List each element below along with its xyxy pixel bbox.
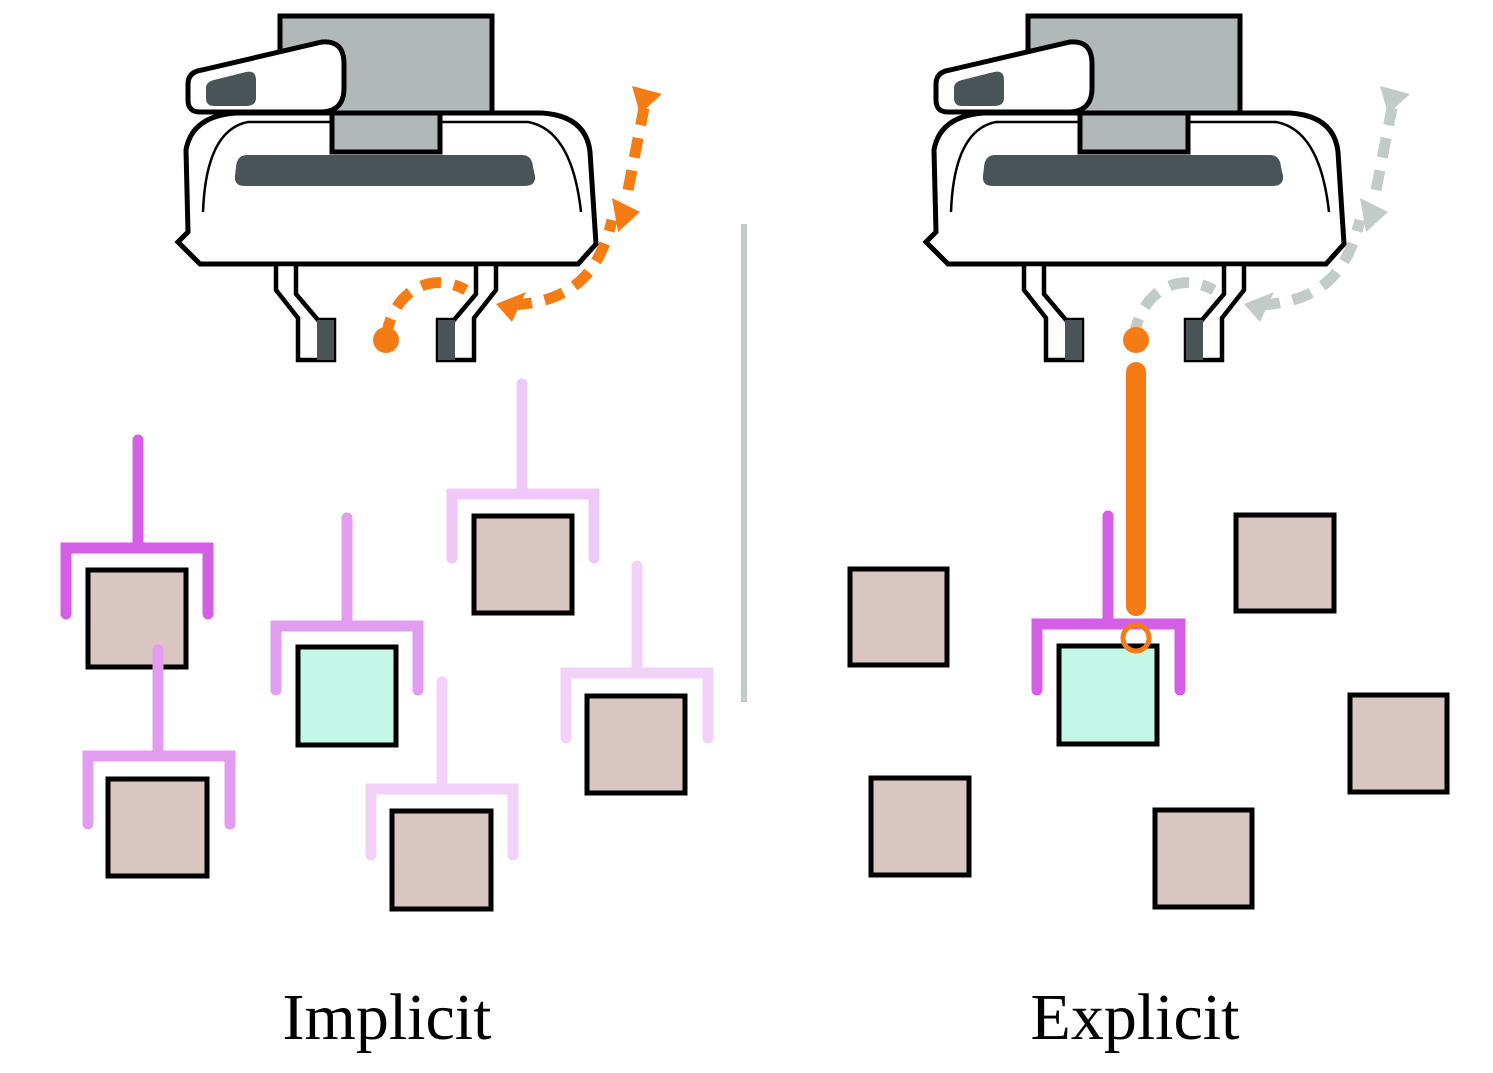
trajectory-right xyxy=(1123,86,1410,616)
grasp-candidates-left xyxy=(60,378,714,861)
trajectory-left xyxy=(373,86,662,353)
object-box xyxy=(1233,512,1337,614)
gripper-left xyxy=(178,16,596,360)
tcp-point xyxy=(373,327,399,353)
arrowhead xyxy=(496,292,526,322)
tcp-point xyxy=(1123,327,1149,353)
arrowhead xyxy=(612,198,640,232)
grasp-pose xyxy=(82,644,236,830)
target-object-box xyxy=(295,644,399,748)
grasp-pose xyxy=(365,676,519,861)
grasp-pose xyxy=(1031,510,1186,696)
objects-left xyxy=(85,513,688,912)
gripper-right xyxy=(926,16,1344,360)
object-box xyxy=(389,808,494,912)
grasp-pose xyxy=(446,378,600,564)
panel-label-explicit: Explicit xyxy=(1030,981,1240,1054)
arrowhead xyxy=(1380,86,1410,114)
arrowhead xyxy=(1244,292,1274,322)
object-box xyxy=(868,775,972,878)
object-box xyxy=(584,693,688,796)
target-object-box xyxy=(1056,643,1160,747)
grasp-pose xyxy=(270,512,424,696)
grasp-pose xyxy=(60,434,214,620)
selected-grasp-right xyxy=(1031,510,1186,696)
panel-label-implicit: Implicit xyxy=(282,981,492,1054)
arrowhead xyxy=(1360,198,1388,232)
grasp-pose xyxy=(560,560,714,744)
objects-right xyxy=(847,512,1450,910)
grasp-contact-point xyxy=(1120,622,1152,654)
object-box xyxy=(847,566,950,668)
object-box xyxy=(85,567,189,670)
object-box xyxy=(1347,692,1450,795)
object-box xyxy=(105,776,210,879)
object-box xyxy=(471,513,575,616)
object-box xyxy=(1152,807,1255,910)
arrowhead xyxy=(632,86,662,114)
